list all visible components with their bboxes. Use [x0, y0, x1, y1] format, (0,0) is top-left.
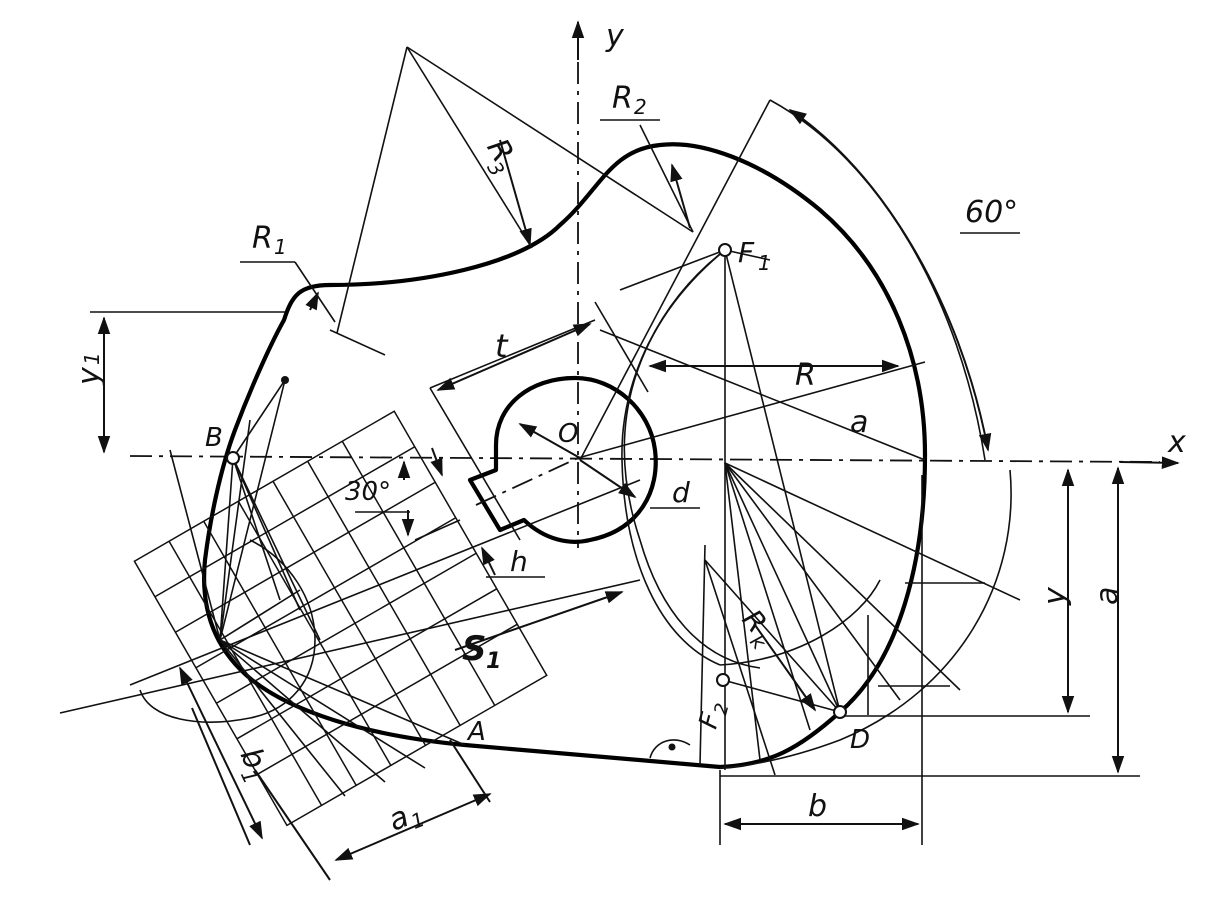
o-radius-arrow — [518, 423, 581, 459]
x-axis-arrow — [1119, 456, 1180, 470]
f1-label: F — [738, 236, 755, 269]
f1-sub-label: 1 — [758, 251, 771, 275]
right-angle-arc — [649, 739, 691, 759]
b1-dimension — [179, 666, 263, 840]
rk-arrow — [754, 624, 817, 712]
a-dimension-label: a — [1090, 587, 1125, 605]
construction-rays — [169, 379, 466, 797]
y-dimension-label: y — [1038, 586, 1073, 606]
s1-label: S — [462, 629, 487, 669]
h-arrow-top — [430, 447, 443, 477]
cam-contour — [202, 142, 928, 770]
x-axis-label: x — [1167, 425, 1186, 460]
t-dimension — [436, 323, 592, 391]
center-o-label: O — [558, 419, 578, 449]
y1-label: y — [72, 366, 107, 386]
point-b-label: B — [205, 423, 223, 453]
point-d — [833, 705, 847, 719]
point-b — [226, 451, 240, 465]
angle-60-label: 60° — [965, 195, 1018, 230]
radius-r-label: R — [795, 358, 816, 393]
point-d-label: D — [850, 725, 870, 755]
keyway-centerline — [475, 457, 579, 506]
angle-30-label: 30° — [345, 477, 391, 507]
x-axis-line — [129, 455, 1161, 463]
grid-corner-point — [281, 376, 289, 384]
f2-sub-label: 2 — [710, 701, 733, 717]
r2-arrow — [670, 163, 691, 229]
r3-arrow — [499, 139, 532, 247]
s1-arrow — [454, 591, 624, 651]
a1-label: a — [384, 799, 414, 838]
b-dimension-label: b — [808, 789, 827, 824]
r1-label: R — [252, 221, 273, 256]
point-a-label: A — [466, 717, 486, 747]
a-slant-label: a — [850, 405, 868, 440]
construction-grid — [133, 410, 548, 827]
r2-sub-label: 2 — [634, 95, 647, 119]
right-angle-dot — [668, 743, 676, 751]
d-arrow — [579, 459, 637, 499]
h-arrow-bottom — [481, 546, 496, 576]
h-label: h — [510, 545, 528, 578]
r1-arrow — [305, 291, 319, 311]
r1-sub-label: 1 — [274, 235, 287, 259]
y1-sub-label: 1 — [80, 352, 104, 365]
labels: y x O R 1 R 2 R 3 R R k 60° 30° F 1 F 2 … — [72, 19, 1186, 839]
r2-label: R — [612, 81, 633, 116]
coordinate-axes — [129, 20, 1180, 548]
s1-sub-label: 1 — [486, 649, 501, 674]
angle-60-arc — [788, 109, 992, 452]
focus-f2-point — [716, 673, 730, 687]
dimension-arrows — [97, 109, 1125, 881]
a1-dimension — [334, 793, 492, 861]
t-label: t — [495, 327, 509, 365]
y-axis-label: y — [605, 19, 625, 54]
reference-points — [226, 243, 847, 759]
focus-f1-point — [718, 243, 732, 257]
d-label: d — [672, 476, 690, 509]
